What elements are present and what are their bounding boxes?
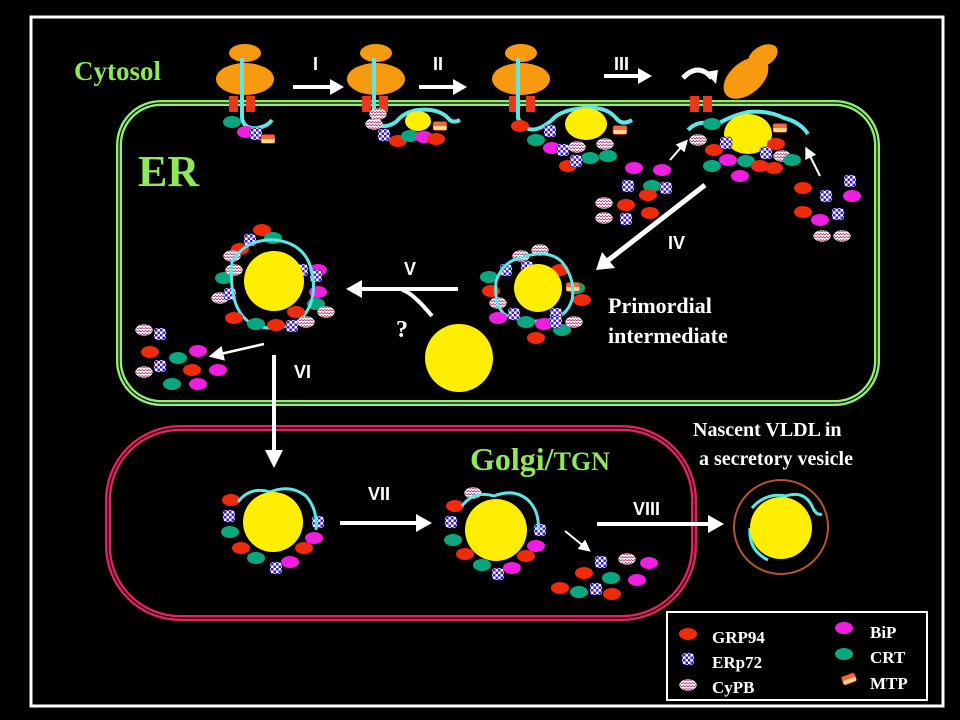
cytosol-label: Cytosol [74,56,161,86]
empty-translocon [690,96,712,112]
mature-er-particle [211,224,335,333]
legend-grp94-label: GRP94 [712,628,765,647]
step-arrow-vii [340,514,432,532]
step-arrow-i [293,79,344,95]
chaperone-arrow-golgi [564,530,591,552]
step-arrow-iv [596,183,707,270]
legend-cypb-swatch [679,679,697,691]
step-label-i: I [313,54,318,74]
step-arrow-viii [597,515,724,533]
legend-erp72-swatch [681,652,695,666]
legend-mtp-label: MTP [870,674,908,693]
nascent-vldl-label-line-2: a secretory vesicle [699,448,853,470]
golgi-particle-2 [444,487,547,581]
step-label-vi: VI [294,362,311,382]
step-arrow-vi [265,355,283,468]
chaperone-arrow-right [805,146,821,177]
legend-bip-swatch [835,622,853,634]
step-arrow-ii [419,79,467,95]
primordial-intermediate [480,244,591,344]
secretory-vesicle [733,479,829,575]
er-label: ER [138,147,200,196]
legend-crt-label: CRT [870,648,906,667]
ribosome-stage-1 [347,44,461,147]
golgi-particle-1 [221,487,325,575]
legend-cypb-label: CyPB [712,678,755,697]
lipid-fusion-arrow [401,288,434,318]
lipid-droplet [425,324,493,392]
step-label-viii: VIII [633,499,660,519]
er-membrane-gap [118,102,878,404]
step-label-iv: IV [668,233,685,253]
slide-frame [29,15,945,708]
legend-erp72-label: ERp72 [712,653,762,672]
released-ribosome [723,44,778,99]
primordial-label-line-1: Primordial [608,293,712,318]
step-label-ii: II [433,54,443,74]
ribosome-stage-0 [216,44,276,144]
legend-grp94-swatch [679,628,697,640]
chaperone-arrow-er [208,342,265,361]
step-label-vii: VII [368,484,390,504]
tgn-label-text: TGN [554,447,611,476]
nascent-vldl-label-line-1: Nascent VLDL in [693,419,842,441]
ribosome-stage-2 [492,44,634,172]
legend: GRP94 ERp72 CyPB BiP CRT MTP [666,611,928,701]
golgi-label-text: Golgi/ [470,441,555,477]
golgi-label: Golgi/TGN [470,441,610,477]
step-label-v: V [404,259,416,279]
step-arrow-iii [604,68,652,84]
primordial-label-line-2: intermediate [608,323,728,348]
step-label-iii: III [614,54,629,74]
question-mark: ? [396,317,408,343]
chaperone-arrow-left [669,139,688,161]
legend-bip-label: BiP [870,623,896,642]
step-arrow-v [346,280,458,298]
legend-box [666,611,928,701]
stage-3-complex [686,109,810,182]
legend-crt-swatch [835,648,853,660]
release-arrow-head [705,70,718,84]
